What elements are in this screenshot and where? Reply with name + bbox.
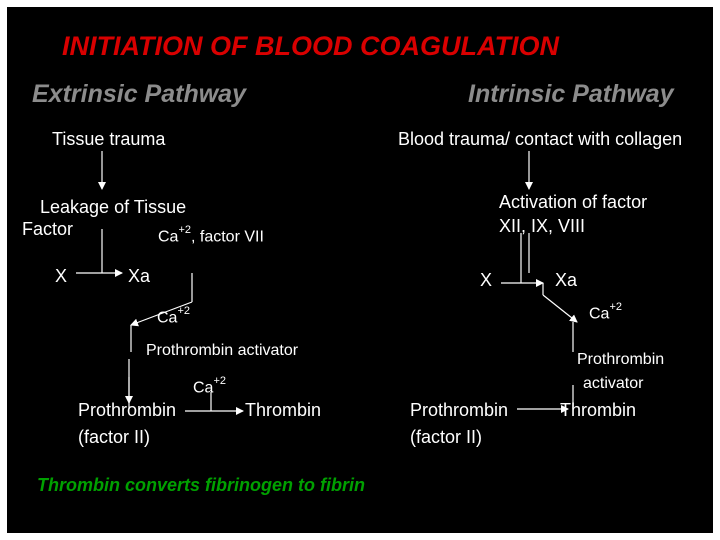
activation-label-line2: XII, IX, VIII (499, 216, 586, 236)
connector-lines (76, 151, 578, 415)
extrinsic-thrombin: Thrombin (245, 400, 322, 420)
extrinsic-ca-base: Ca (157, 309, 178, 327)
leakage-label-line1: Leakage of Tissue (40, 197, 187, 217)
footer-note: Thrombin converts fibrinogen to fibrin (37, 475, 365, 495)
intrinsic-heading: Intrinsic Pathway (468, 80, 674, 108)
cofactor-ca: Ca (158, 228, 179, 246)
extrinsic-prothrombin: Prothrombin (78, 400, 177, 420)
intrinsic-activator-line2: activator (583, 375, 644, 392)
extrinsic-ca-charge: +2 (177, 305, 190, 317)
leakage-label-line2: Factor (22, 219, 74, 239)
activation-label-line1: Activation of factor (499, 192, 648, 212)
extrinsic-ca-2: Ca+2 (193, 375, 226, 397)
extrinsic-heading: Extrinsic Pathway (32, 80, 246, 108)
intrinsic-factor-ii: (factor II) (410, 427, 483, 447)
intrinsic-ca-base: Ca (589, 305, 610, 323)
intrinsic-ca-charge: +2 (609, 301, 622, 313)
slide: INITIATION OF BLOOD COAGULATION Extrinsi… (7, 7, 713, 533)
extrinsic-factor-ii: (factor II) (78, 427, 151, 447)
cofactor-charge: +2 (178, 224, 191, 236)
arrow-to-ca-intrinsic (542, 294, 578, 323)
intrinsic-ca: Ca+2 (589, 301, 622, 323)
intrinsic-trigger: Blood trauma/ contact with collagen (398, 129, 683, 149)
intrinsic-thrombin: Thrombin (560, 400, 637, 420)
extrinsic-ca2-charge: +2 (213, 375, 226, 387)
extrinsic-trigger: Tissue trauma (52, 129, 166, 149)
extrinsic-ca2-base: Ca (193, 379, 214, 397)
cofactor-rest: , factor VII (191, 228, 264, 246)
intrinsic-prothrombin: Prothrombin (410, 400, 509, 420)
extrinsic-cofactor: Ca+2, factor VII (158, 224, 264, 246)
extrinsic-prothrombin-activator: Prothrombin activator (146, 342, 299, 359)
slide-title: INITIATION OF BLOOD COAGULATION (62, 31, 559, 61)
extrinsic-factor-xa: Xa (128, 266, 151, 286)
arrow-to-ca (130, 301, 193, 327)
intrinsic-activator-line1: Prothrombin (577, 351, 665, 368)
extrinsic-factor-x: X (55, 266, 68, 286)
intrinsic-factor-xa: Xa (555, 270, 578, 290)
extrinsic-ca: Ca+2 (157, 305, 190, 327)
intrinsic-factor-x: X (480, 270, 493, 290)
